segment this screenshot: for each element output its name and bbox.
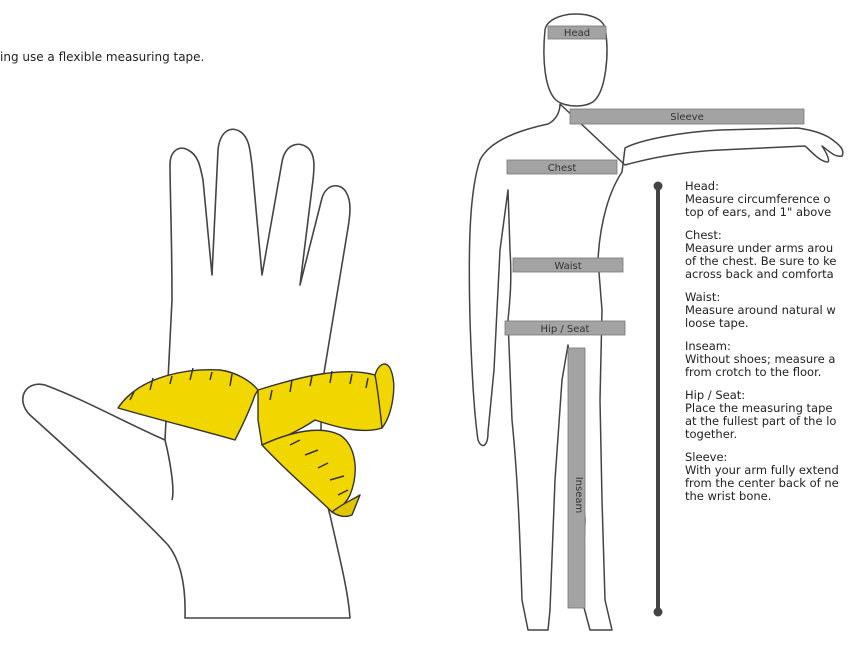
measurement-instructions: Head: Measure circumference o top of ear… (685, 180, 856, 513)
instruction-hip-seat: Hip / Seat: Place the measuring tape at … (685, 389, 856, 441)
instruction-text: With your arm fully extend from the cent… (685, 464, 856, 503)
instruction-text: Measure circumference o top of ears, and… (685, 193, 856, 219)
height-bar (654, 182, 663, 617)
instruction-text: Without shoes; measure a from crotch to … (685, 353, 856, 379)
instruction-text: Measure around natural w loose tape. (685, 304, 856, 330)
tape-label-hip-seat: Hip / Seat (541, 324, 590, 335)
tape-label-chest: Chest (548, 163, 577, 174)
tape-label-sleeve: Sleeve (670, 112, 704, 123)
instruction-waist: Waist: Measure around natural w loose ta… (685, 291, 856, 330)
instruction-head: Head: Measure circumference o top of ear… (685, 180, 856, 219)
instruction-inseam: Inseam: Without shoes; measure a from cr… (685, 340, 856, 379)
tape-label-inseam: Inseam (573, 477, 584, 514)
instruction-text: Place the measuring tape at the fullest … (685, 402, 856, 441)
tape-label-head: Head (564, 28, 590, 39)
instruction-chest: Chest: Measure under arms arou of the ch… (685, 229, 856, 281)
instruction-text: Measure under arms arou of the chest. Be… (685, 242, 856, 281)
tape-label-waist: Waist (554, 261, 581, 272)
instruction-sleeve: Sleeve: With your arm fully extend from … (685, 451, 856, 503)
